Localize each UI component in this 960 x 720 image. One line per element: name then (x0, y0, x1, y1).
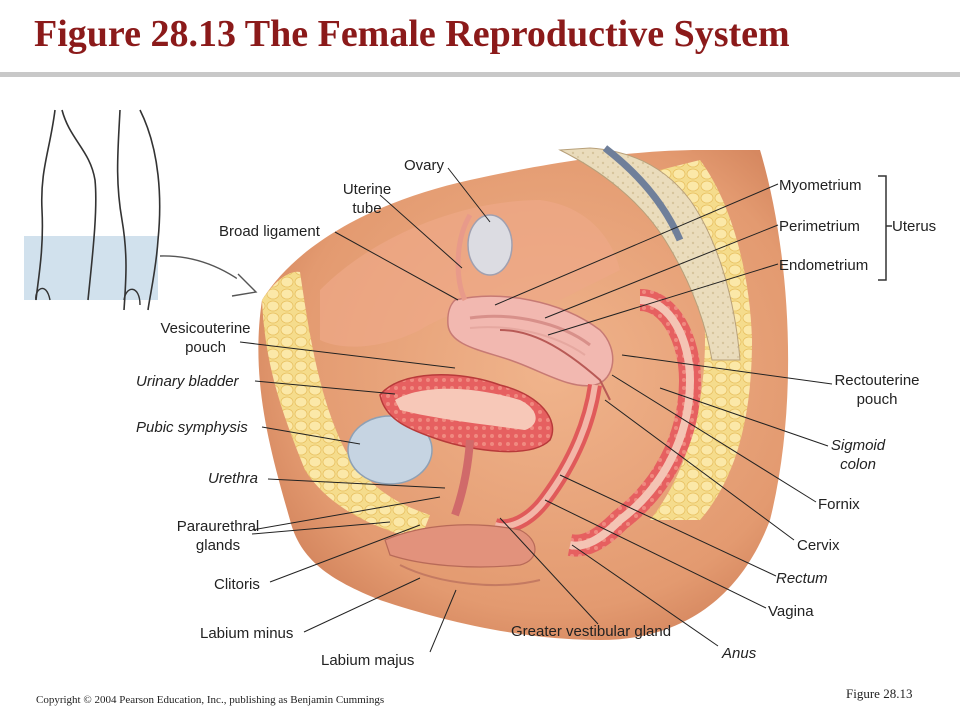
label-pubic-symphysis: Pubic symphysis (136, 419, 248, 436)
label-broad-ligament: Broad ligament (219, 223, 320, 240)
leader-paraurethral (251, 521, 391, 535)
label-ovary: Ovary (404, 157, 445, 174)
leader-anus (571, 544, 719, 647)
leader-clitoris (269, 524, 421, 583)
label-sigmoid-line1: Sigmoid (830, 437, 886, 454)
title-divider (0, 72, 960, 77)
leader-perimetrium (544, 224, 779, 319)
label-fornix: Fornix (818, 496, 860, 513)
label-rectouterine-line1: Rectouterine (834, 372, 920, 389)
uterus-bracket (878, 175, 892, 281)
label-uterine-tube-line2: tube (352, 200, 382, 217)
label-perimetrium: Perimetrium (779, 218, 860, 235)
label-labium-minus: Labium minus (200, 625, 294, 642)
copyright-notice: Copyright © 2004 Pearson Education, Inc.… (36, 694, 385, 706)
label-uterine-tube-line1: Uterine (342, 181, 392, 198)
label-rectum: Rectum (776, 570, 828, 587)
leader-greater-vestibular (499, 517, 599, 625)
label-paraurethral-line1: Paraurethral (176, 518, 260, 535)
label-vagina: Vagina (768, 603, 814, 620)
leader-myometrium (494, 183, 779, 306)
leader-broad-ligament (334, 231, 459, 301)
page-title: Figure 28.13 The Female Reproductive Sys… (34, 13, 790, 55)
label-uterus: Uterus (892, 218, 937, 235)
label-endometrium: Endometrium (779, 257, 869, 274)
leader-vesicouterine (239, 341, 456, 369)
label-paraurethral-line2: glands (195, 537, 241, 554)
body-orientation-inset (24, 109, 258, 311)
pelvic-cross-section (258, 145, 789, 640)
label-greater-vestibular-gland: Greater vestibular gland (511, 623, 672, 640)
leader-fornix (611, 374, 817, 503)
leader-ovary (447, 167, 491, 223)
label-labium-majus: Labium majus (321, 652, 415, 669)
leader-rectouterine (621, 354, 833, 385)
ovary-shape (467, 214, 513, 276)
leader-vagina (544, 499, 767, 609)
label-vesicouterine-line1: Vesicouterine (160, 320, 251, 337)
leader-pubic-symphysis (261, 426, 361, 445)
label-clitoris: Clitoris (214, 576, 260, 593)
leader-urinary-bladder (254, 380, 396, 395)
pubic-symphysis-shape (347, 415, 433, 485)
figure-reference: Figure 28.13 (846, 686, 913, 701)
leader-cervix (604, 399, 795, 541)
leader-labium-minus (303, 577, 421, 633)
label-anus: Anus (722, 645, 757, 662)
leader-labium-majus (429, 589, 457, 653)
leader-uterine-tube (379, 194, 463, 269)
leader-sigmoid (659, 387, 829, 447)
label-myometrium: Myometrium (779, 177, 862, 194)
leader-urethra (267, 478, 446, 489)
label-vesicouterine-line2: pouch (185, 339, 226, 356)
label-urinary-bladder: Urinary bladder (136, 373, 239, 390)
leader-rectum (559, 474, 777, 577)
label-urethra: Urethra (208, 470, 259, 487)
label-cervix: Cervix (797, 537, 840, 554)
leader-endometrium (547, 263, 779, 336)
label-sigmoid-line2: colon (840, 456, 876, 473)
leader-lines (239, 167, 833, 653)
label-rectouterine-line2: pouch (856, 391, 898, 408)
uterus-shape (447, 295, 614, 387)
